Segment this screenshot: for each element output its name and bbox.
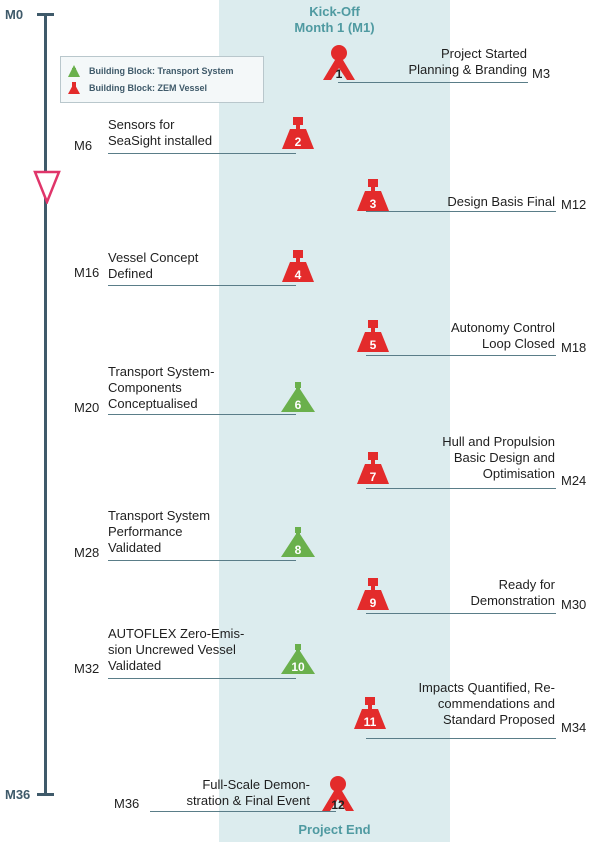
milestone-text: Autonomy Control Loop Closed — [450, 320, 555, 351]
zem-vessel-milestone-icon: 9 — [357, 578, 389, 610]
timeline-axis — [44, 13, 47, 795]
milestone-underline — [338, 82, 528, 83]
milestone-number: 1 — [336, 67, 343, 81]
transport-system-milestone-icon: 8 — [281, 527, 315, 557]
milestone-number: 3 — [370, 197, 377, 211]
legend: Building Block: Transport System Buildin… — [60, 56, 264, 103]
transport-system-milestone-icon: 6 — [281, 382, 315, 412]
milestone-text: Hull and Propulsion Basic Design and Opt… — [442, 434, 555, 481]
milestone-number: 10 — [291, 660, 305, 674]
milestone-underline — [366, 355, 556, 356]
milestone-number: 2 — [295, 135, 302, 149]
zem-vessel-milestone-icon: 12 — [322, 776, 354, 812]
transport-system-milestone-icon: 10 — [281, 644, 315, 674]
milestone-underline — [108, 285, 296, 286]
milestone-text: Design Basis Final — [447, 194, 555, 209]
milestone-month: M34 — [561, 720, 587, 735]
milestone-underline — [366, 613, 556, 614]
milestone-underline — [108, 153, 296, 154]
legend-item-zem: Building Block: ZEM Vessel — [67, 80, 207, 96]
milestone-month: M12 — [561, 197, 587, 212]
milestone-underline — [108, 414, 296, 415]
milestone-month: M6 — [74, 138, 93, 153]
milestone-month: M18 — [561, 340, 587, 355]
milestone-underline — [366, 488, 556, 489]
zem-vessel-milestone-icon: 5 — [357, 320, 389, 352]
milestone-text: AUTOFLEX Zero-Emis- sion Uncrewed Vessel… — [108, 626, 245, 673]
milestone-text: Ready for Demonstration — [470, 577, 555, 608]
axis-end-tick — [37, 793, 54, 796]
zem-vessel-milestone-icon: 3 — [357, 179, 389, 211]
milestone-underline — [108, 678, 296, 679]
milestone-month: M3 — [532, 66, 551, 81]
milestone-text: Full-Scale Demon- stration & Final Event — [186, 777, 310, 808]
milestone-month: M36 — [114, 796, 140, 811]
milestone-text: Project Started Planning & Branding — [408, 46, 527, 77]
milestone-text: Sensors for SeaSight installed — [108, 117, 213, 148]
milestone-month: M28 — [74, 545, 100, 560]
zem-vessel-icon — [68, 82, 80, 94]
axis-start-tick — [37, 13, 54, 16]
milestone-month: M16 — [74, 265, 100, 280]
milestone-number: 7 — [370, 470, 377, 484]
milestone-month: M30 — [561, 597, 587, 612]
current-position-marker-icon — [33, 170, 61, 204]
milestone-underline — [366, 211, 556, 212]
project-end-label: Project End — [298, 822, 371, 837]
milestone-number: 6 — [295, 398, 302, 412]
milestone-text: Impacts Quantified, Re- commendations an… — [418, 680, 555, 727]
legend-label: Building Block: Transport System — [89, 66, 234, 76]
milestone-text: Transport System Performance Validated — [108, 508, 211, 555]
legend-item-transport: Building Block: Transport System — [67, 63, 234, 79]
legend-label: Building Block: ZEM Vessel — [89, 83, 208, 93]
milestone-number: 11 — [364, 715, 377, 729]
zem-vessel-milestone-icon: 11 — [354, 697, 386, 729]
axis-start-label: M0 — [5, 7, 24, 22]
milestone-month: M20 — [74, 400, 100, 415]
milestone-underline — [366, 738, 556, 739]
transport-system-icon — [68, 65, 80, 77]
milestone-underline — [150, 811, 336, 812]
zem-vessel-milestone-icon: 4 — [282, 250, 314, 282]
project-duration-band — [219, 0, 450, 842]
milestone-number: 12 — [331, 798, 345, 812]
milestone-month: M32 — [74, 661, 100, 676]
milestone-number: 8 — [295, 543, 302, 557]
zem-vessel-milestone-icon: 2 — [282, 117, 314, 149]
zem-vessel-milestone-icon: 1 — [323, 45, 355, 81]
zem-vessel-milestone-icon: 7 — [357, 452, 389, 484]
milestone-number: 4 — [295, 268, 302, 282]
milestone-text: Vessel Concept Defined — [108, 250, 199, 281]
milestone-number: 5 — [370, 338, 377, 352]
milestone-text: Transport System- Components Conceptuali… — [108, 364, 215, 411]
milestone-month: M24 — [561, 473, 587, 488]
kickoff-label: Kick-Off Month 1 (M1) — [294, 4, 375, 35]
milestone-underline — [108, 560, 296, 561]
axis-end-label: M36 — [5, 787, 31, 802]
milestone-number: 9 — [370, 596, 377, 610]
